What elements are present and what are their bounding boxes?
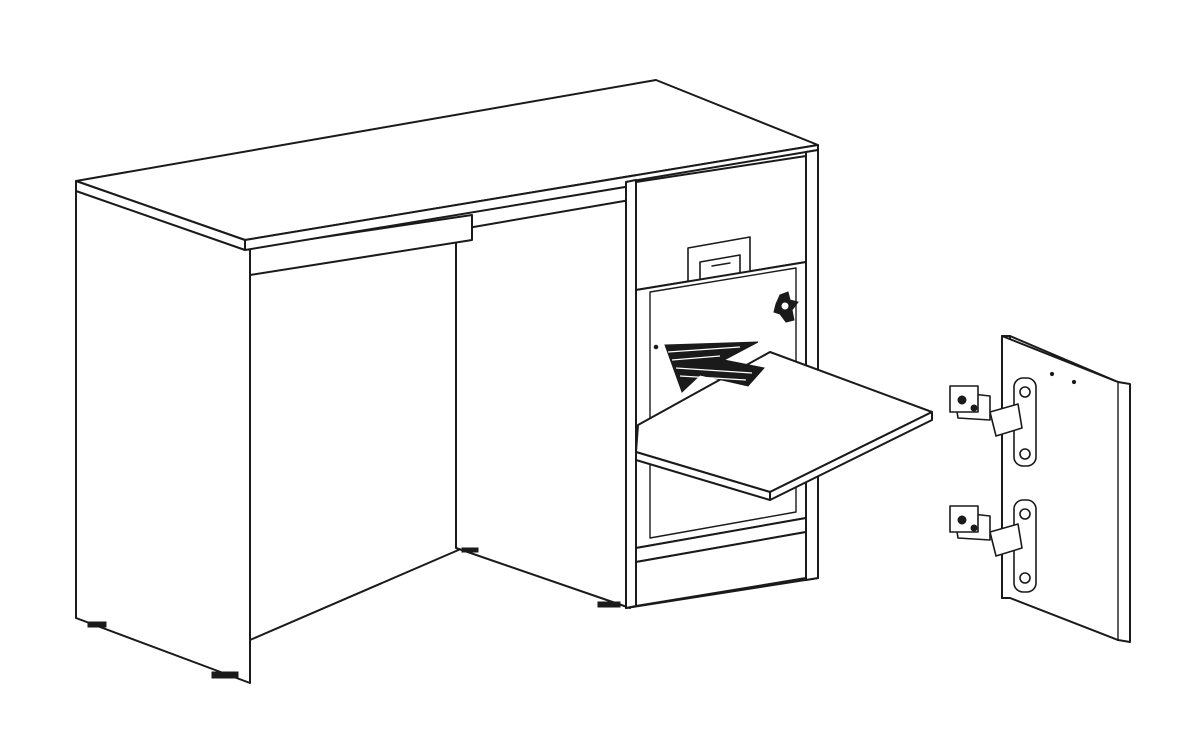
front-rail xyxy=(249,214,473,276)
left-leg-foot-front xyxy=(211,671,239,679)
left-leg-panel xyxy=(75,187,251,684)
plinth xyxy=(635,531,807,607)
cabinet-side-strip xyxy=(625,179,637,609)
pin-hole xyxy=(653,344,659,350)
insertion-arrow-icon xyxy=(664,341,765,393)
cam-lock-icon xyxy=(773,291,799,323)
left-leg-foot-back xyxy=(87,621,107,628)
cabinet-foot-back xyxy=(461,547,479,553)
cabinet-foot xyxy=(597,601,621,608)
shelf-side-edge xyxy=(769,411,933,501)
door-screw-hole xyxy=(1049,371,1055,377)
cabinet-door xyxy=(949,335,1131,643)
hinge-icon xyxy=(949,499,1037,593)
cabinet-back-face xyxy=(455,199,631,609)
door-screw-hole xyxy=(1071,379,1077,385)
hinge-icon xyxy=(949,377,1037,467)
desk xyxy=(75,79,933,684)
back-modesty-panel xyxy=(249,232,471,641)
